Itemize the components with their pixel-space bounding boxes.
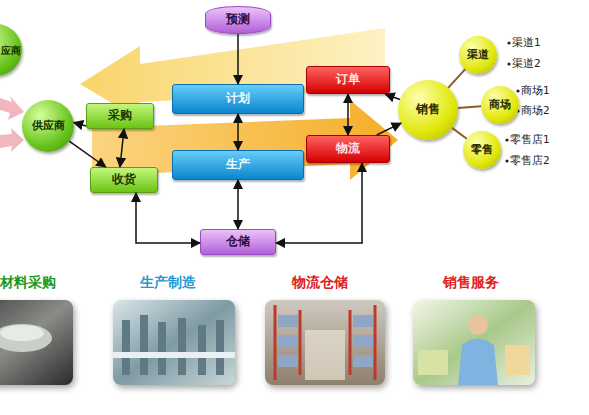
process-box: 生产 <box>172 150 304 180</box>
flow-arrow <box>237 34 239 84</box>
flow-arrow <box>347 94 349 135</box>
flow-arrow <box>237 114 239 150</box>
list-item: 商场2 <box>521 105 550 117</box>
channel-circle: 渠道 <box>459 36 497 74</box>
node-text: 收货 <box>112 173 136 186</box>
node-text: 商场 <box>489 99 511 111</box>
node-text: 生产 <box>226 158 250 171</box>
branch-line <box>452 128 467 139</box>
list-item: 渠道2 <box>512 58 541 70</box>
flow-arrow <box>120 129 124 167</box>
flow-arrow <box>237 180 239 229</box>
branch-line <box>458 106 481 108</box>
node-text: 采购 <box>108 109 132 122</box>
list-item: 零售店2 <box>510 155 550 167</box>
node-text: 计划 <box>226 92 250 105</box>
node-text: 仓储 <box>226 235 250 248</box>
process-box: 采购 <box>86 103 154 129</box>
process-box: 计划 <box>172 84 304 114</box>
list-item: 渠道1 <box>512 37 541 49</box>
flow-arrow <box>74 122 86 126</box>
node-text: 应商 <box>1 45 21 56</box>
node-text: 订单 <box>336 73 360 86</box>
section-heading: 生产制造 <box>140 275 196 290</box>
supplier-circle: 供应商 <box>22 100 74 152</box>
flow-arrow <box>136 193 200 243</box>
node-text: 销售 <box>416 103 440 116</box>
flow-arrow <box>385 94 400 99</box>
node-text: 零售 <box>471 144 493 156</box>
node-text: 供应商 <box>32 120 65 132</box>
branch-line <box>448 69 465 88</box>
storage-box: 仓储 <box>200 229 276 255</box>
photo-retail <box>413 300 535 385</box>
photo-manufacturing <box>113 300 235 385</box>
photo-raw-material <box>0 300 73 385</box>
section-heading: 物流仓储 <box>292 275 348 290</box>
list-item: 商场1 <box>521 85 550 97</box>
pink-inflow-arrows <box>0 96 24 152</box>
supplier-circle: 应商 <box>0 24 22 76</box>
photo-warehouse <box>265 300 385 385</box>
node-text: 渠道 <box>467 49 489 61</box>
channel-circle: 零售 <box>463 131 501 169</box>
process-box: 订单 <box>306 66 390 94</box>
sales-circle: 销售 <box>398 80 458 140</box>
process-box: 物流 <box>306 135 390 163</box>
node-text: 物流 <box>336 142 360 155</box>
flow-arrow <box>69 141 106 167</box>
list-item: 零售店1 <box>510 134 550 146</box>
forecast-cylinder: 预测 <box>205 6 271 34</box>
channel-circle: 商场 <box>481 86 519 124</box>
section-heading: 销售服务 <box>443 275 499 290</box>
section-heading: 材料采购 <box>0 275 56 290</box>
process-box: 收货 <box>90 167 158 193</box>
flow-arrow <box>377 123 401 135</box>
node-text: 预测 <box>226 13 250 26</box>
